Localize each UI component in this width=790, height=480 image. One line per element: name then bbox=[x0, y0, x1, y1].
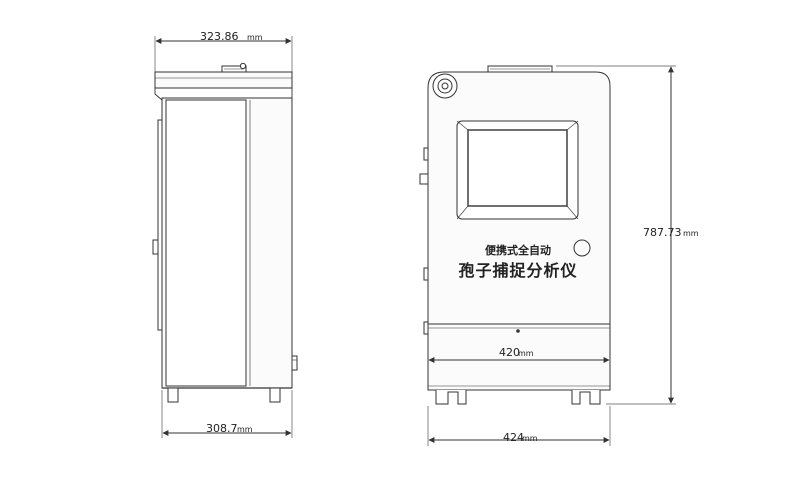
front-height-dim-unit: mm bbox=[683, 229, 699, 238]
front-outer-width-unit: mm bbox=[522, 434, 538, 443]
front-outer-width-dimension bbox=[427, 406, 611, 446]
front-outer-width-value: 424 bbox=[503, 431, 524, 444]
front-foot-right bbox=[571, 390, 601, 405]
product-label-line1: 便携式全自动 bbox=[485, 243, 551, 257]
front-screen bbox=[467, 129, 568, 207]
front-round-button bbox=[573, 239, 591, 257]
front-view bbox=[419, 65, 676, 446]
side-top-handle bbox=[221, 65, 247, 72]
front-cabinet bbox=[427, 71, 611, 391]
side-base-dimension bbox=[161, 390, 293, 438]
side-door-panel bbox=[165, 99, 247, 387]
side-top-dim-value: 323.86 bbox=[200, 30, 239, 43]
side-foot-left bbox=[167, 387, 179, 403]
front-foot-left bbox=[435, 390, 467, 405]
front-inner-width-unit: mm bbox=[518, 349, 534, 358]
side-lid bbox=[154, 71, 293, 89]
side-base-dim-unit: mm bbox=[237, 425, 253, 434]
side-top-dimension bbox=[154, 36, 293, 74]
side-top-dim-unit: mm bbox=[247, 33, 263, 42]
front-height-dim-value: 787.73 bbox=[643, 226, 682, 239]
front-height-dimension bbox=[556, 65, 676, 405]
front-inner-width-value: 420 bbox=[499, 346, 520, 359]
side-view bbox=[152, 36, 298, 438]
side-latch bbox=[291, 355, 298, 371]
side-foot-right bbox=[269, 387, 281, 403]
side-base-dim-value: 308.7 bbox=[206, 422, 238, 435]
front-round-cap bbox=[432, 73, 458, 99]
product-label-line2: 孢子捕捉分析仪 bbox=[458, 261, 577, 280]
